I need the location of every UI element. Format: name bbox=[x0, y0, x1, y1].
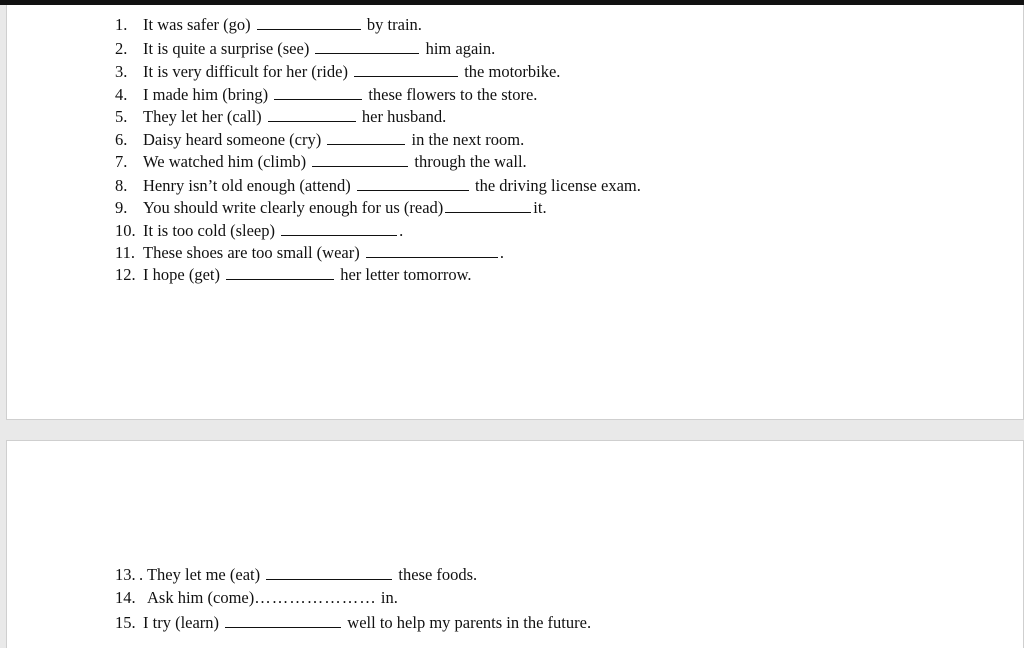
answer-blank[interactable] bbox=[356, 176, 469, 191]
item-prompt: I try (learn) bbox=[143, 613, 220, 632]
answer-blank[interactable] bbox=[267, 107, 356, 122]
item-continuation: her husband. bbox=[361, 107, 447, 126]
item-number: 10. bbox=[115, 221, 136, 240]
document-page-1: 1. It was safer (go) by train. 2. It is … bbox=[6, 5, 1024, 420]
answer-blank[interactable] bbox=[281, 221, 398, 236]
item-number: 15. bbox=[115, 613, 136, 632]
answer-blank[interactable] bbox=[365, 243, 498, 258]
answer-blank[interactable] bbox=[312, 152, 409, 167]
item-prompt: It is very difficult for her (ride) bbox=[143, 62, 348, 81]
document-page-2: 13. . They let me (eat) these foods. 14.… bbox=[6, 440, 1024, 648]
item-number: 12. bbox=[115, 265, 136, 284]
item-continuation: these flowers to the store. bbox=[368, 85, 538, 104]
item-prompt: It was safer (go) bbox=[143, 15, 251, 34]
item-continuation: these foods. bbox=[398, 565, 478, 584]
item-number: 8. bbox=[115, 176, 128, 195]
item-prompt: I made him (bring) bbox=[143, 85, 269, 104]
item-prompt: It is too cold (sleep) bbox=[143, 221, 275, 240]
item-number: 11. bbox=[115, 243, 136, 262]
answer-blank[interactable] bbox=[225, 613, 342, 628]
item-continuation: . bbox=[499, 243, 504, 262]
item-number: 6. bbox=[115, 130, 128, 149]
item-continuation: in the next room. bbox=[411, 130, 525, 149]
item-prompt: Ask him (come) bbox=[147, 588, 255, 607]
answer-blank[interactable] bbox=[266, 565, 393, 580]
item-continuation: the driving license exam. bbox=[474, 176, 641, 195]
item-prompt: It is quite a surprise (see) bbox=[143, 39, 310, 58]
answer-blank[interactable] bbox=[315, 39, 420, 54]
item-prompt: Henry isn’t old enough (attend) bbox=[143, 176, 351, 195]
item-continuation: the motorbike. bbox=[464, 62, 561, 81]
item-prompt: Daisy heard someone (cry) bbox=[143, 130, 322, 149]
item-continuation: him again. bbox=[425, 39, 496, 58]
item-number: 14. bbox=[115, 588, 136, 607]
item-continuation: it. bbox=[533, 198, 547, 217]
item-number: 5. bbox=[115, 107, 128, 126]
item-number: 1. bbox=[115, 15, 128, 34]
dotted-answer-blank[interactable]: ………………… bbox=[254, 588, 377, 607]
answer-blank[interactable] bbox=[274, 85, 363, 100]
item-prompt: You should write clearly enough for us (… bbox=[143, 198, 444, 217]
item-number: 2. bbox=[115, 39, 128, 58]
answer-blank[interactable] bbox=[445, 198, 532, 213]
item-prompt: . They let me (eat) bbox=[139, 565, 261, 584]
answer-blank[interactable] bbox=[354, 62, 459, 77]
item-continuation: . bbox=[399, 221, 404, 240]
item-prompt: We watched him (climb) bbox=[143, 152, 307, 171]
answer-blank[interactable] bbox=[226, 265, 335, 280]
item-number: 13. bbox=[115, 565, 136, 584]
item-number: 7. bbox=[115, 152, 128, 171]
item-prompt: They let her (call) bbox=[143, 107, 262, 126]
item-continuation: well to help my parents in the future. bbox=[347, 613, 592, 632]
item-continuation: in. bbox=[380, 588, 398, 607]
item-number: 3. bbox=[115, 62, 128, 81]
answer-blank[interactable] bbox=[256, 15, 361, 30]
answer-blank[interactable] bbox=[327, 130, 406, 145]
item-continuation: by train. bbox=[366, 15, 422, 34]
item-prompt: I hope (get) bbox=[143, 265, 220, 284]
item-number: 9. bbox=[115, 198, 128, 217]
item-continuation: her letter tomorrow. bbox=[340, 265, 472, 284]
window-top-bar bbox=[0, 0, 1024, 5]
item-continuation: through the wall. bbox=[414, 152, 527, 171]
item-number: 4. bbox=[115, 85, 128, 104]
item-prompt: These shoes are too small (wear) bbox=[143, 243, 360, 262]
